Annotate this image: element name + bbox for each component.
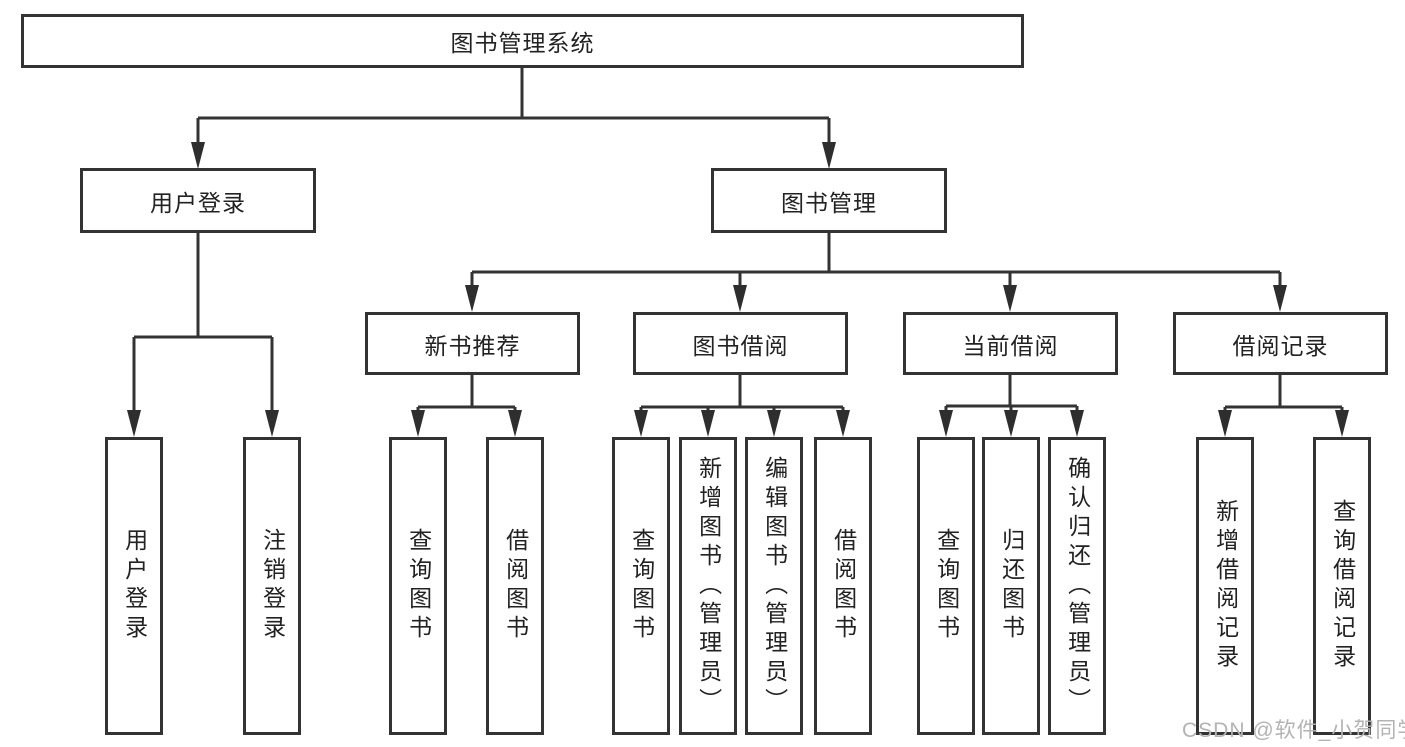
leaf-return-books-label: 归还图书 [998,528,1025,644]
leaf-query-books-current-label: 查询图书 [933,528,960,644]
leaf-query-books-recommend-label: 查询图书 [405,528,432,644]
leaf-logout: 注销登录 [243,437,301,735]
leaf-borrow-books-recommend: 借阅图书 [486,437,544,735]
leaf-query-borrow-record: 查询借阅记录 [1313,437,1371,735]
leaf-query-books-recommend: 查询图书 [389,437,447,735]
leaf-query-borrow-record-label: 查询借阅记录 [1329,499,1356,673]
leaf-borrow-books: 借阅图书 [814,437,872,735]
node-book-borrow: 图书借阅 [633,312,848,375]
leaf-confirm-return-admin-label: 确认归还（管理员） [1064,455,1091,717]
leaf-logout-label: 注销登录 [259,528,286,644]
node-book-management: 图书管理 [711,168,947,233]
leaf-query-books-borrow-label: 查询图书 [628,528,655,644]
leaf-add-books-admin: 新增图书（管理员） [679,437,737,735]
leaf-add-books-admin-label: 新增图书（管理员） [695,455,722,717]
leaf-user-login: 用户登录 [105,437,163,735]
leaf-add-borrow-record: 新增借阅记录 [1196,437,1254,735]
leaf-confirm-return-admin: 确认归还（管理员） [1048,437,1106,735]
leaf-borrow-books-recommend-label: 借阅图书 [502,528,529,644]
leaf-user-login-label: 用户登录 [121,528,148,644]
csdn-watermark: CSDN @软件_小贺同学 [1182,719,1405,742]
node-new-book-recommend: 新书推荐 [365,312,580,375]
node-borrow-records: 借阅记录 [1173,312,1388,375]
leaf-query-books-current: 查询图书 [917,437,975,735]
node-library-management-system: 图书管理系统 [21,14,1024,68]
leaf-edit-books-admin: 编辑图书（管理员） [745,437,803,735]
leaf-return-books: 归还图书 [982,437,1040,735]
leaf-edit-books-admin-label: 编辑图书（管理员） [761,455,788,717]
node-current-borrow: 当前借阅 [903,312,1118,375]
leaf-query-books-borrow: 查询图书 [612,437,670,735]
leaf-add-borrow-record-label: 新增借阅记录 [1212,499,1239,673]
leaf-borrow-books-label: 借阅图书 [830,528,857,644]
node-user-login: 用户登录 [80,168,316,233]
